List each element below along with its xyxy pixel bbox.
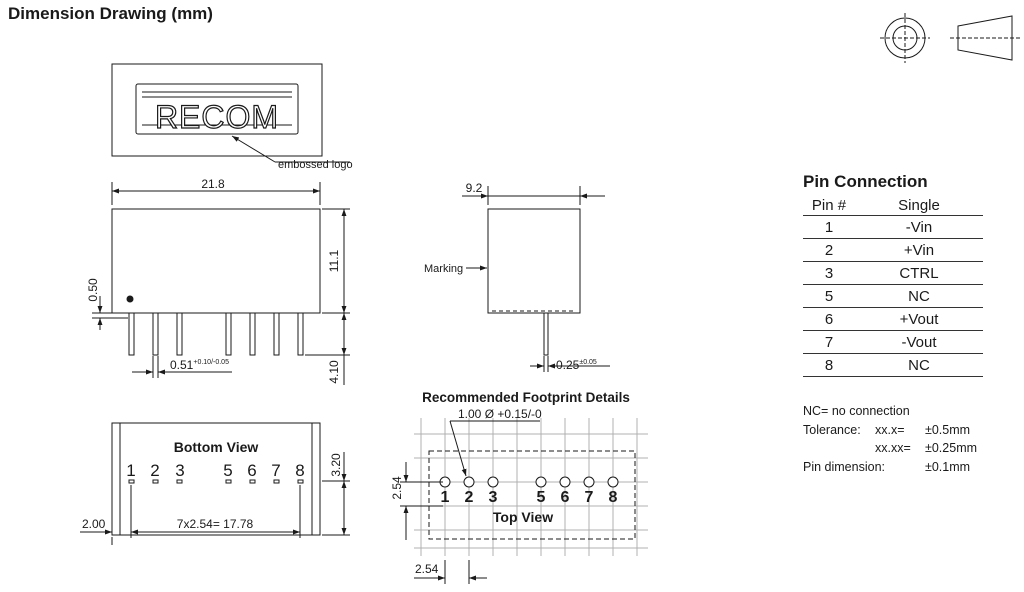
dim-pin-span: 7x2.54= 17.78 xyxy=(177,517,254,531)
footprint-pin-label: 7 xyxy=(585,489,594,506)
bottom-pin-label: 6 xyxy=(247,461,256,480)
footprint-pin-label: 8 xyxy=(609,489,618,506)
bottom-pin-labels: 1 2 3 5 6 7 8 xyxy=(126,461,304,480)
bottom-view-label: Bottom View xyxy=(174,439,259,455)
pin-number: 3 xyxy=(803,261,855,285)
pin-number: 6 xyxy=(803,307,855,331)
footprint-title: Recommended Footprint Details xyxy=(422,390,630,405)
end-view-pin xyxy=(543,312,549,356)
pin-function: NC xyxy=(855,284,983,308)
dim-pin-length: 4.10 xyxy=(327,360,341,384)
tolerance-label: Tolerance: xyxy=(803,422,861,437)
bottom-view-pads xyxy=(128,479,304,484)
embossed-logo-leader xyxy=(231,135,276,163)
dim-pin-offset: 3.20 xyxy=(329,453,343,477)
footprint-holes xyxy=(439,476,619,488)
pin-function: -Vin xyxy=(855,215,983,239)
dim-pin-thickness: 0.25±0.05 xyxy=(556,358,597,372)
pin-function: NC xyxy=(855,353,983,377)
pin-function: -Vout xyxy=(855,330,983,354)
dim-pin-thickness-tol: ±0.05 xyxy=(579,359,597,366)
dim-hole-diameter: 1.00 Ø +0.15/-0 xyxy=(458,407,542,421)
table-row: 2+Vin xyxy=(803,238,983,262)
tolerance-format-2: xx.xx= xyxy=(875,441,911,455)
pin-number: 8 xyxy=(803,353,855,377)
side-view-pins xyxy=(128,312,304,356)
bottom-pin-label: 2 xyxy=(150,461,159,480)
dim-pin-width-tol: +0.10/-0.05 xyxy=(193,359,229,366)
side-view-body xyxy=(111,208,321,314)
tolerance-value-1: ±0.5mm xyxy=(925,422,971,437)
header-single: Single xyxy=(855,195,983,216)
top-view-label: Top View xyxy=(493,509,553,525)
bottom-pin-label: 8 xyxy=(295,461,304,480)
bottom-pin-label: 3 xyxy=(175,461,184,480)
footprint-pin-label: 1 xyxy=(441,489,450,506)
footprint-pin-labels: 1 2 3 5 6 7 8 xyxy=(441,489,618,506)
table-row: 1-Vin xyxy=(803,215,983,239)
footprint-pin-label: 6 xyxy=(561,489,570,506)
footprint-pin-label: 5 xyxy=(537,489,546,506)
projection-symbol-icon xyxy=(880,13,1020,63)
recom-logo xyxy=(135,83,299,135)
tolerance-value-2: ±0.25mm xyxy=(925,441,978,455)
tolerance-format-1: xx.x= xyxy=(875,422,905,437)
pin-connection: Pin Connection Pin # Single 1-Vin 2+Vin … xyxy=(803,172,983,377)
dim-pin-width: 0.51+0.10/-0.05 xyxy=(170,358,229,372)
end-view-body xyxy=(487,208,581,314)
marking-label: Marking xyxy=(424,263,463,275)
logo-text: RECOM xyxy=(155,99,279,135)
dim-standoff: 0.50 xyxy=(86,278,100,302)
dim-grid-horizontal: 2.54 xyxy=(415,562,439,576)
pin-number: 2 xyxy=(803,238,855,262)
footprint-pin-label: 2 xyxy=(465,489,474,506)
dim-pin-thickness-base: 0.25 xyxy=(556,358,580,372)
bottom-pin-label: 5 xyxy=(223,461,232,480)
pin-number: 7 xyxy=(803,330,855,354)
pin-function: +Vin xyxy=(855,238,983,262)
pin-connection-header: Pin # Single xyxy=(803,195,983,216)
header-pin: Pin # xyxy=(803,195,855,216)
pin-number: 1 xyxy=(803,215,855,239)
dim-width: 9.2 xyxy=(466,181,483,195)
dim-pin-width-base: 0.51 xyxy=(170,358,194,372)
pin-number: 5 xyxy=(803,284,855,308)
table-row: 7-Vout xyxy=(803,330,983,354)
pin1-marker xyxy=(126,295,134,303)
dim-length: 21.8 xyxy=(201,177,225,191)
pin-function: +Vout xyxy=(855,307,983,331)
pin-connection-title: Pin Connection xyxy=(803,172,928,191)
pin-dimension-label: Pin dimension: xyxy=(803,459,885,474)
bottom-pin-label: 7 xyxy=(271,461,280,480)
top-view-outline xyxy=(111,63,323,157)
footprint-pin-label: 3 xyxy=(489,489,498,506)
dim-height: 11.1 xyxy=(327,249,341,272)
footprint-outline xyxy=(428,450,636,540)
table-row: 6+Vout xyxy=(803,307,983,331)
hole-diameter-leader xyxy=(449,420,467,477)
dim-edge-to-pin1: 2.00 xyxy=(82,517,106,531)
nc-note: NC= no connection xyxy=(803,404,910,418)
pin-function: CTRL xyxy=(855,261,983,285)
dim-grid-vertical: 2.54 xyxy=(390,476,404,500)
bottom-view-outline xyxy=(111,422,321,536)
bottom-pin-label: 1 xyxy=(126,461,135,480)
page-title: Dimension Drawing (mm) xyxy=(8,4,213,23)
embossed-logo-label: embossed logo xyxy=(278,159,353,171)
pin-dimension-value: ±0.1mm xyxy=(925,459,971,474)
